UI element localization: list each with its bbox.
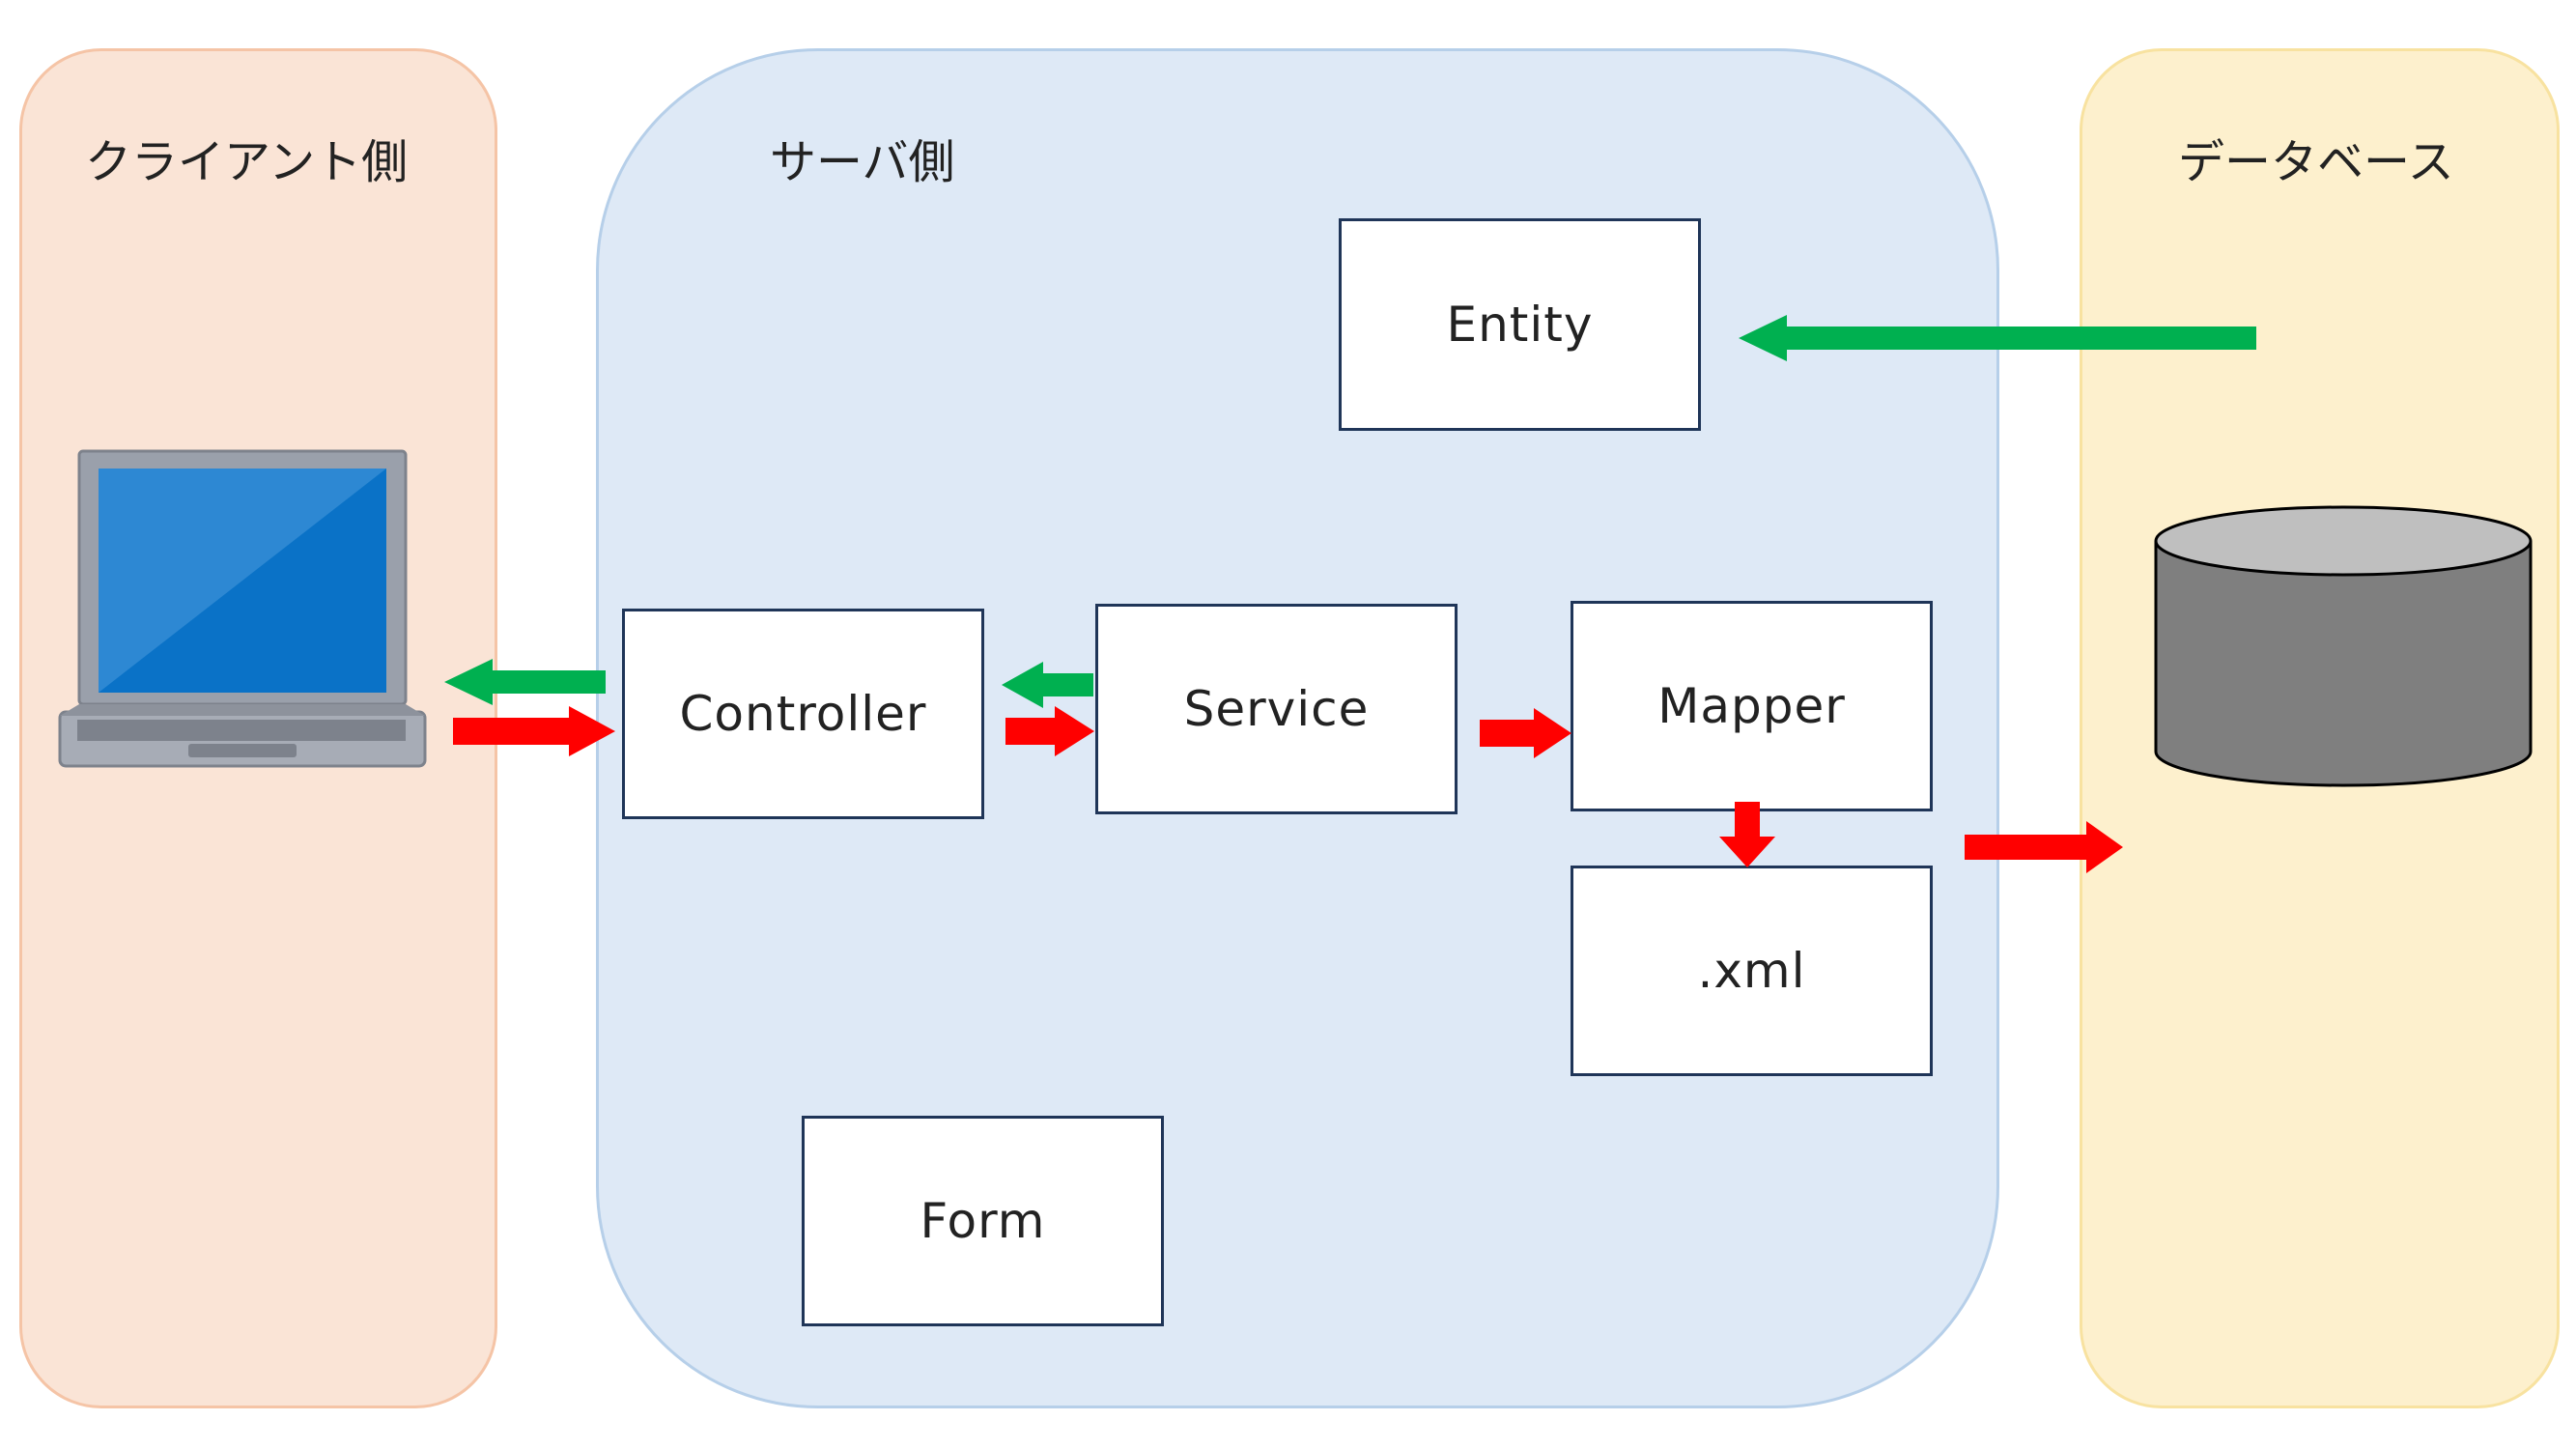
entity-response-arrow [1739,315,2256,361]
mapper-box: Mapper [1571,601,1933,811]
database-request-arrow [1965,821,2123,873]
service-response-arrow [1002,662,1093,708]
controller-response-arrow [444,659,606,705]
entity-box: Entity [1339,218,1701,431]
mapper-request-arrow [1480,708,1571,758]
service-request-arrow [1005,706,1094,756]
xml-box: .xml [1571,866,1933,1076]
controller-box: Controller [622,609,984,819]
database-cylinder-icon [2154,505,2533,787]
service-box: Service [1095,604,1458,814]
client-zone-title: クライアント側 [85,135,409,189]
database-zone-title: データベース [2178,135,2454,189]
xml-request-arrow [1719,802,1775,867]
server-zone-title: サーバ側 [770,135,955,189]
form-box: Form [802,1116,1164,1326]
controller-request-arrow [453,706,615,756]
laptop-icon [58,449,427,768]
